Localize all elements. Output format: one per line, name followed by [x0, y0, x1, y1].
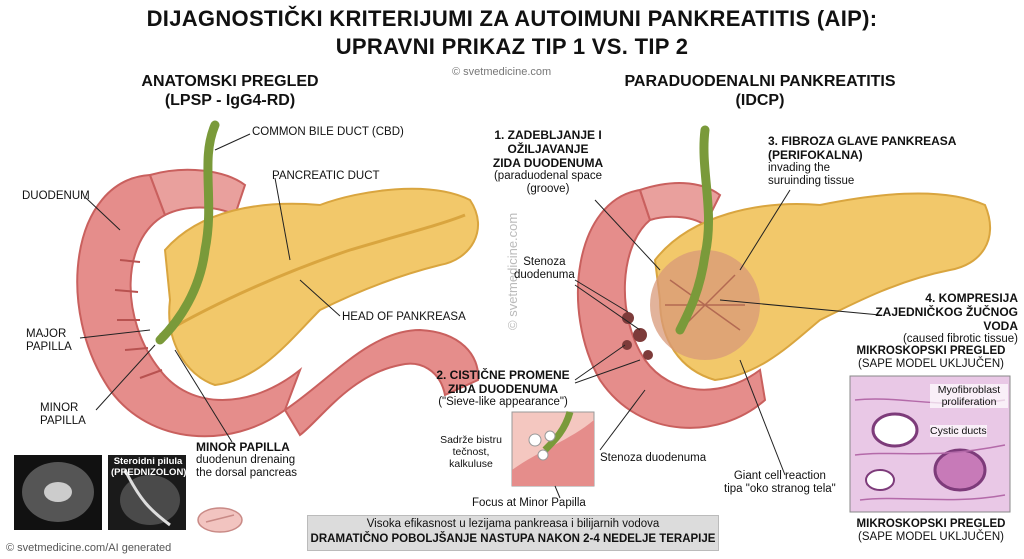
stenoza-line2: duodenuma — [514, 269, 575, 282]
sadrze-line1: Sadrže bistru — [432, 434, 510, 446]
label-major-line1: MAJOR — [26, 328, 72, 341]
thumb-label-line1: Steroidni pilula — [111, 456, 185, 467]
item2-desc1: ("Sieve-like appearance") — [428, 396, 578, 409]
label-head: HEAD OF PANKREASA — [342, 311, 466, 324]
bottom-banner: Visoka efikasnost u lezijama pankreasa i… — [307, 515, 719, 551]
micro-top-line1: MIKROSKOPSKI PREGLED — [848, 344, 1014, 358]
micro-top-line2: (SAPE MODEL UKLJUČEN) — [848, 358, 1014, 371]
item4-block: 4. KOMPRESIJA ZAJEDNIČKOG ŽUČNOG VODA (c… — [838, 291, 1018, 346]
micro-bot-line2: (SAPE MODEL UKLJUČEN) — [848, 531, 1014, 544]
micro-top-block: MIKROSKOPSKI PREGLED (SAPE MODEL UKLJUČE… — [848, 344, 1014, 371]
micro-bot-block: MIKROSKOPSKI PREGLED (SAPE MODEL UKLJUČE… — [848, 517, 1014, 544]
item1-line2: OŽILJAVANJE — [488, 142, 608, 156]
label-pancreatic-duct: PANCREATIC DUCT — [272, 170, 380, 183]
stenoza-line1: Stenoza — [514, 256, 575, 269]
label-major-papilla: MAJOR PAPILLA — [26, 328, 72, 354]
label-minor-papilla-desc: MINOR PAPILLA duodenun drenaing the dors… — [196, 440, 297, 480]
footer-credit: © svetmedicine.com/AI generated — [6, 542, 171, 554]
item1-line3: ZIDA DUODENUMA — [488, 156, 608, 170]
sadrze-line3: kalkuluse — [432, 458, 510, 470]
item3-line2: (PERIFOKALNA) — [768, 148, 956, 162]
label-duodenum: DUODENUM — [22, 190, 90, 203]
micro-myo-label: Myofibroblast proliferation — [930, 384, 1008, 408]
giant-line2: tipa "oko stranog tela" — [724, 483, 836, 496]
item3-desc1: invading the — [768, 162, 956, 175]
left-header-line1: ANATOMSKI PREGLED — [130, 72, 330, 91]
left-header-line2: (LPSP - IgG4-RD) — [130, 91, 330, 110]
micro-myo-line1: Myofibroblast — [930, 384, 1008, 396]
label-cbd: COMMON BILE DUCT (CBD) — [252, 126, 404, 139]
label-minor-desc1: duodenun drenaing — [196, 454, 297, 467]
right-header-line1: PARADUODENALNI PANKREATITIS — [610, 72, 910, 91]
thumb-label-line2: (PREDNIZOLON) — [111, 467, 185, 478]
item2-block: 2. CISTIČNE PROMENE ZIDA DUODENUMA ("Sie… — [428, 368, 578, 409]
item1-desc1: (paraduodenal space — [488, 170, 608, 183]
pill-icon — [198, 508, 242, 532]
micro-myo-line2: proliferation — [930, 396, 1008, 408]
minor-papilla-inset — [512, 412, 594, 486]
label-minor-line2: PAPILLA — [40, 415, 86, 428]
left-header: ANATOMSKI PREGLED (LPSP - IgG4-RD) — [130, 72, 330, 110]
item1-block: 1. ZADEBLJANJE I OŽILJAVANJE ZIDA DUODEN… — [488, 128, 608, 196]
right-header-line2: (IDCP) — [610, 91, 910, 110]
label-minor-big: MINOR PAPILLA — [196, 440, 297, 454]
item3-desc2: suruinding tissue — [768, 175, 956, 188]
micro-cystic-label: Cystic ducts — [930, 425, 987, 437]
item3-line1: 3. FIBROZA GLAVE PANKREASA — [768, 134, 956, 148]
item1-line1: 1. ZADEBLJANJE I — [488, 128, 608, 142]
banner-line2: DRAMATIČNO POBOLJŠANJE NASTUPA NAKON 2-4… — [308, 532, 718, 547]
credit-top: © svetmedicine.com — [452, 66, 551, 78]
stenoza-label: Stenoza duodenuma — [514, 256, 575, 282]
right-header: PARADUODENALNI PANKREATITIS (IDCP) — [610, 72, 910, 110]
giant-cell-label: Giant cell reaction tipa "oko stranog te… — [724, 470, 836, 496]
item4-line2: ZAJEDNIČKOG ŽUČNOG VODA — [838, 305, 1018, 333]
label-major-line2: PAPILLA — [26, 341, 72, 354]
item2-line1: 2. CISTIČNE PROMENE — [428, 368, 578, 382]
main-title-line1: DIJAGNOSTIČKI KRITERIJUMI ZA AUTOIMUNI P… — [0, 6, 1024, 32]
item1-desc2: (groove) — [488, 183, 608, 196]
label-minor-desc2: the dorsal pancreas — [196, 467, 297, 480]
item3-block: 3. FIBROZA GLAVE PANKREASA (PERIFOKALNA)… — [768, 134, 956, 188]
stenoza-duodenuma-label: Stenoza duodenuma — [600, 452, 706, 465]
label-minor-line1: MINOR — [40, 402, 86, 415]
sadrze-label: Sadrže bistru tečnost, kalkuluse — [432, 434, 510, 470]
focus-label: Focus at Minor Papilla — [472, 497, 586, 510]
giant-line1: Giant cell reaction — [724, 470, 836, 483]
sadrze-line2: tečnost, — [432, 446, 510, 458]
thumb-label: Steroidni pilula (PREDNIZOLON) — [111, 456, 185, 478]
micro-bot-line1: MIKROSKOPSKI PREGLED — [848, 517, 1014, 531]
item2-line2: ZIDA DUODENUMA — [428, 382, 578, 396]
banner-line1: Visoka efikasnost u lezijama pankreasa i… — [308, 517, 718, 532]
label-minor-papilla: MINOR PAPILLA — [40, 402, 86, 428]
main-title-line2: UPRAVNI PRIKAZ TIP 1 VS. TIP 2 — [0, 34, 1024, 60]
item4-line1: 4. KOMPRESIJA — [838, 291, 1018, 305]
